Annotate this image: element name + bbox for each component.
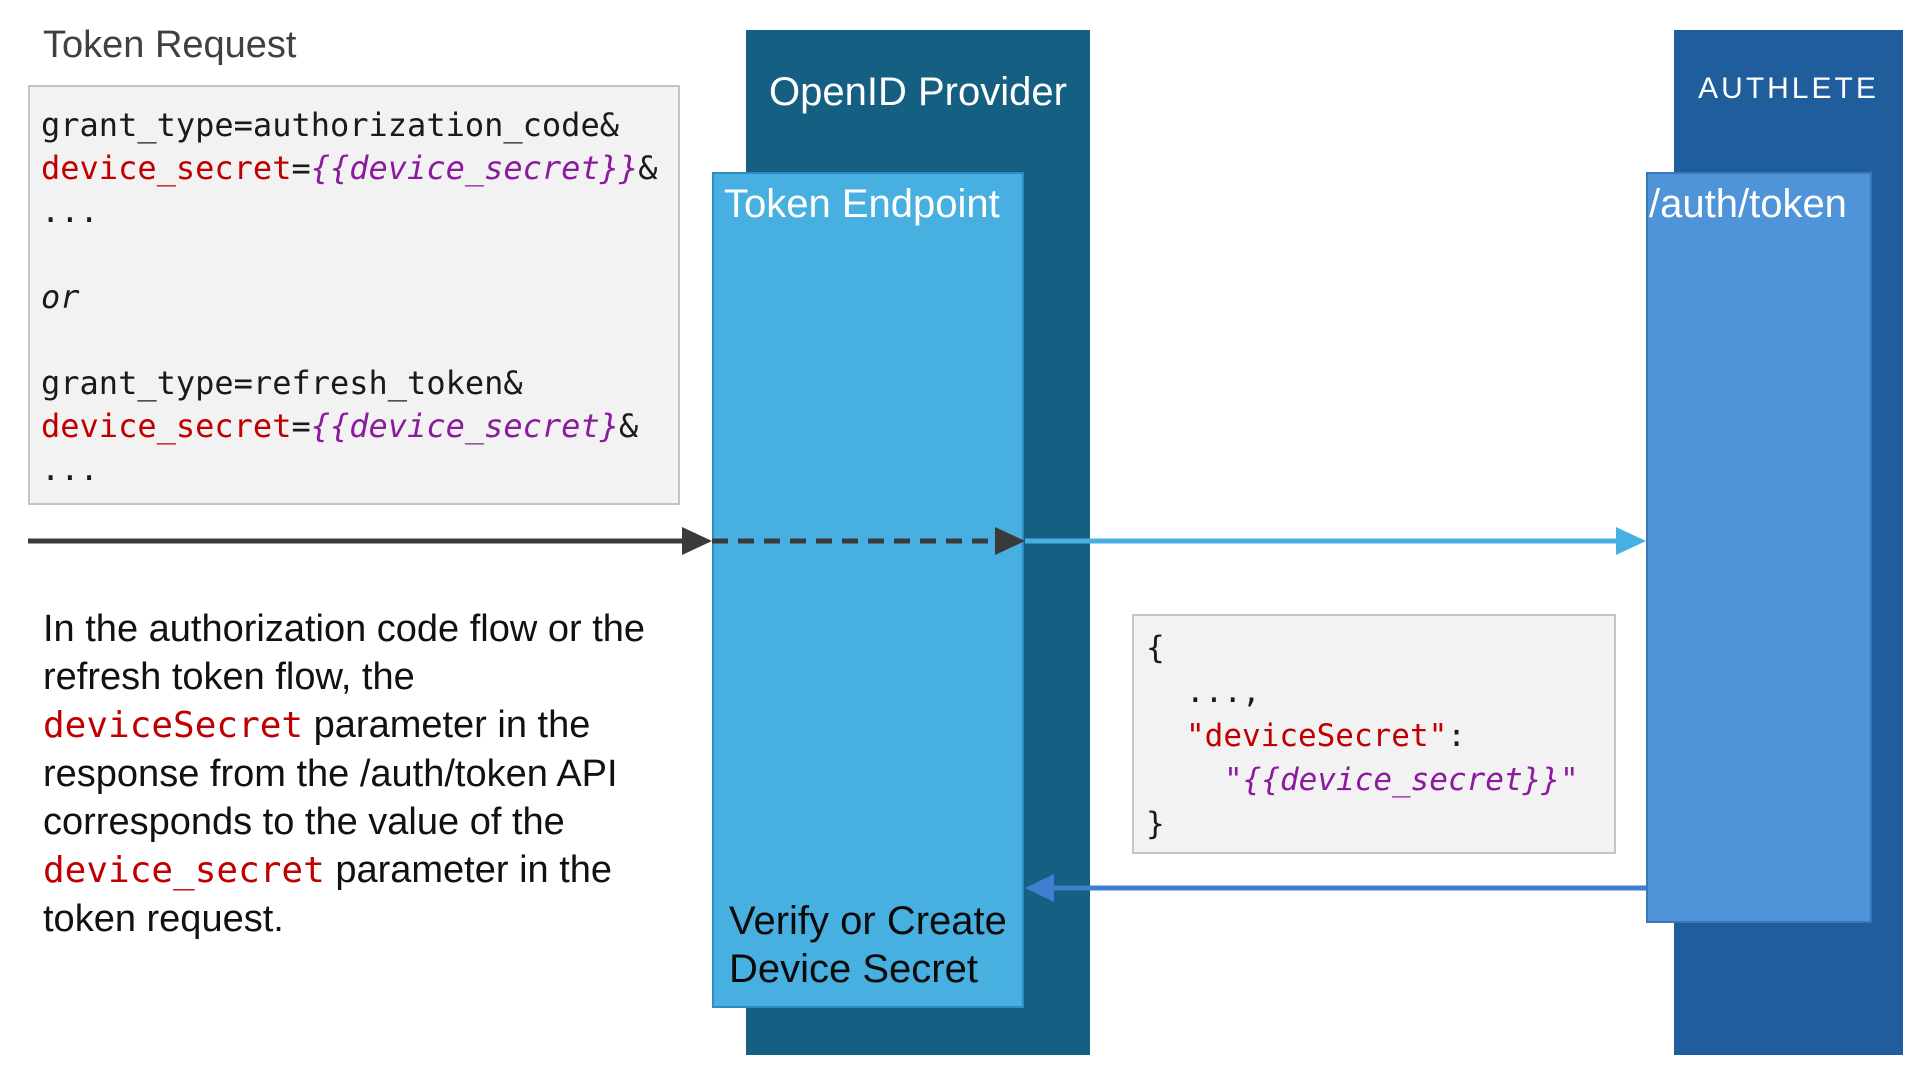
response-open-brace: { [1146, 630, 1165, 666]
equals-sign: = [291, 149, 311, 187]
explanation-code-device-secret: device_secret [43, 850, 325, 891]
explanation-text: In the authorization code flow or the re… [43, 605, 683, 943]
param-value-placeholder: {{device_secret} [310, 407, 619, 445]
token-request-code-box: grant_type=authorization_code& device_se… [28, 85, 680, 505]
action-line-2: Device Secret [729, 947, 978, 991]
verify-create-device-secret-label: Verify or Create Device Secret [729, 897, 1007, 993]
response-device-secret-line: "deviceSecret": [1186, 716, 1466, 756]
explanation-part-2: parameter in the response from the /auth… [43, 704, 618, 843]
request-line-device-secret-2: device_secret={{device_secret}& [41, 406, 638, 446]
token-request-title: Token Request [43, 24, 297, 66]
api-request-arrowhead [1616, 527, 1646, 555]
ampersand: & [618, 407, 639, 445]
response-colon: : [1447, 718, 1466, 754]
request-line-ellipsis-1: ... [41, 192, 99, 230]
auth-token-api-box [1646, 172, 1872, 923]
explanation-part-1: In the authorization code flow or the re… [43, 608, 646, 698]
action-line-1: Verify or Create [729, 899, 1007, 943]
explanation-part-3: parameter in the token request. [43, 849, 613, 940]
request-arrowhead-1 [682, 527, 712, 555]
param-key: device_secret [41, 407, 292, 445]
explanation-code-devicesecret: deviceSecret [43, 705, 304, 746]
request-line-grant-refresh: grant_type=refresh_token& [41, 364, 523, 402]
api-response-arrowhead [1025, 874, 1054, 902]
openid-provider-title: OpenID Provider [769, 70, 1067, 114]
request-arrowhead-2 [995, 527, 1025, 555]
ampersand: & [638, 149, 658, 187]
authlete-logo-text: AUTHLETE [1698, 72, 1879, 105]
api-response-code-box: { ..., "deviceSecret": "{{device_secret}… [1132, 614, 1616, 854]
response-key: "deviceSecret" [1186, 718, 1448, 754]
response-close-brace: } [1146, 806, 1165, 842]
response-value-text: "{{device_secret}}" [1224, 762, 1579, 798]
request-line-ellipsis-2: ... [41, 450, 99, 488]
response-value: "{{device_secret}}" [1224, 762, 1579, 798]
equals-sign: = [291, 407, 311, 445]
param-key: device_secret [41, 149, 292, 187]
response-ellipsis: ..., [1186, 674, 1261, 710]
auth-token-api-title: /auth/token [1649, 182, 1847, 226]
token-endpoint-box [712, 172, 1024, 1008]
param-value-placeholder: {{device_secret}} [310, 149, 639, 187]
response-value-line: "{{device_secret}}" [1224, 760, 1579, 800]
token-endpoint-title: Token Endpoint [724, 182, 1000, 226]
request-line-or: or [41, 278, 80, 316]
request-line-device-secret-1: device_secret={{device_secret}}& [41, 148, 658, 188]
request-line-grant-auth-code: grant_type=authorization_code& [41, 106, 619, 144]
